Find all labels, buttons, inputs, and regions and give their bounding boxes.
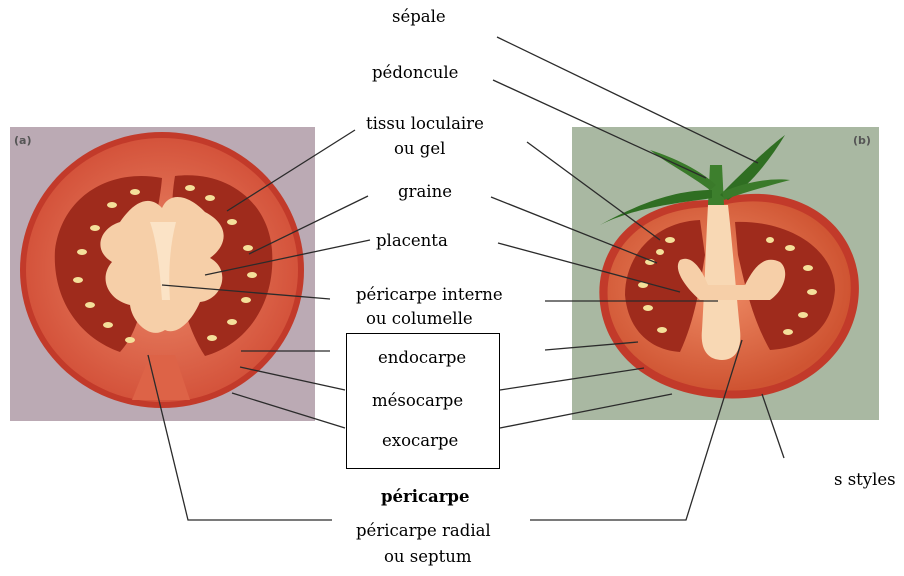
panel-b-letter: (b) (853, 134, 871, 147)
label-pericarpe-interne-line2: ou columelle (366, 308, 473, 330)
label-mesocarpe: mésocarpe (372, 390, 463, 412)
label-sepale: sépale (392, 6, 446, 28)
label-styles: s styles (834, 469, 896, 491)
label-tissu-loculaire-line2: ou gel (394, 138, 445, 160)
label-pericarpe-radial-line2: ou septum (384, 546, 472, 568)
label-pedoncule: pédoncule (372, 62, 458, 84)
label-endocarpe: endocarpe (378, 347, 466, 369)
label-pericarpe: péricarpe (381, 486, 469, 508)
label-placenta: placenta (376, 230, 448, 252)
panel-a: (a) (10, 127, 315, 421)
label-pericarpe-interne-line1: péricarpe interne (356, 284, 503, 306)
label-graine: graine (398, 181, 452, 203)
panel-b: (b) (572, 127, 879, 420)
label-exocarpe: exocarpe (382, 430, 458, 452)
panel-a-letter: (a) (14, 134, 31, 147)
label-pericarpe-radial-line1: péricarpe radial (356, 520, 491, 542)
label-tissu-loculaire-line1: tissu loculaire (366, 113, 484, 135)
